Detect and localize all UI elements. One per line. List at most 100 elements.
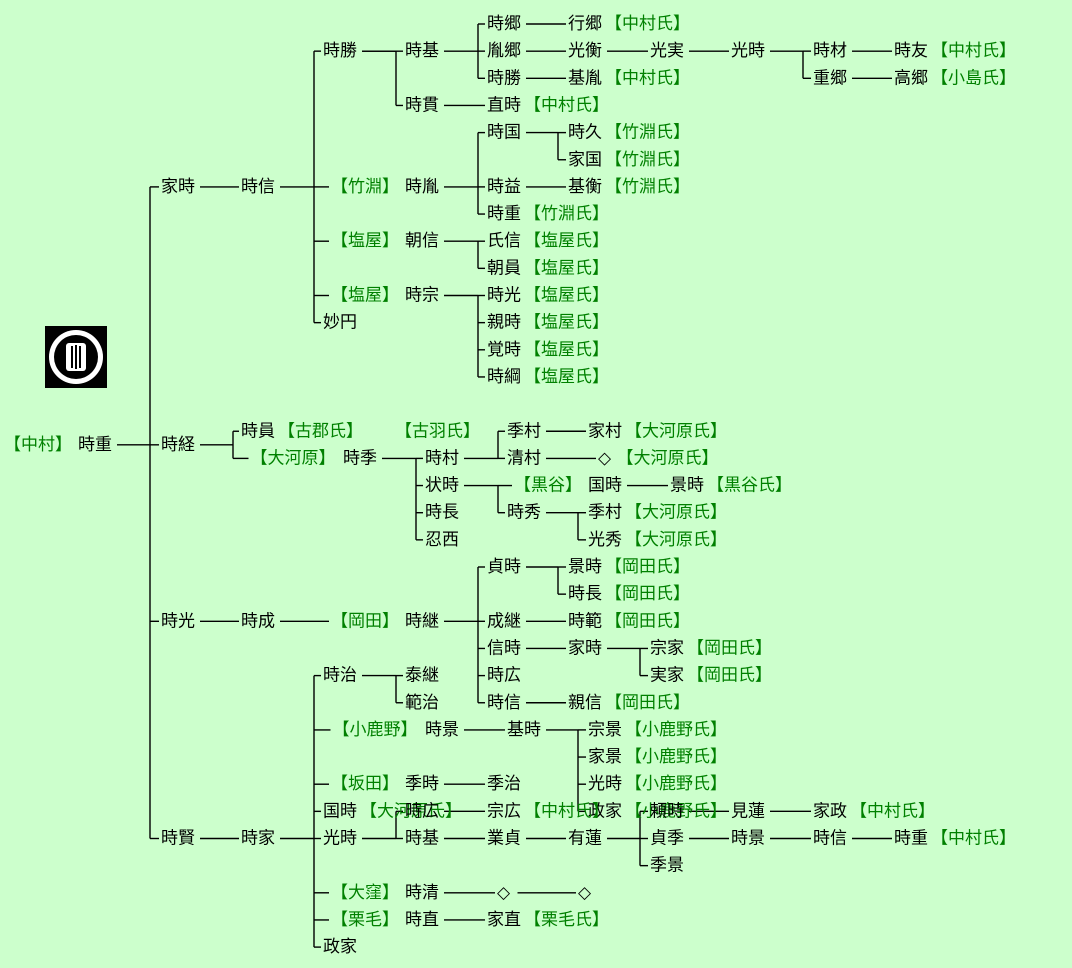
person-name: 時秀 [507,503,541,523]
person-name: 時信 [241,177,275,197]
person-name: 行郷 [568,14,602,34]
person-name: 政家 [323,937,357,957]
person-name: 政家 [588,801,622,821]
person-name: 光時 [731,41,765,61]
person-name: 時経 [161,435,195,455]
clan-prefix: 【栗毛】 [331,910,399,930]
clan-prefix: 【坂田】 [331,774,399,794]
clan-suffix: 【栗毛氏】 [524,910,609,930]
clan-suffix: 【塩屋氏】 [524,367,609,387]
person-name: 範治 [405,693,439,713]
person-name: 家村 [588,421,622,441]
person-name: 時範 [568,611,602,631]
person-name: 時家 [241,829,275,849]
person-name: 胤郷 [487,41,521,61]
person-name: 時重 [487,204,521,224]
person-name: 業貞 [487,829,521,849]
person-name: 有蓮 [568,829,602,849]
clan-prefix: 【大窪】 [331,883,399,903]
clan-suffix: 【塩屋氏】 [524,286,609,306]
clan-suffix: 【竹淵氏】 [605,123,690,143]
clan-suffix: 【大河原氏】 [625,530,727,550]
person-name: 重郷 [813,68,847,88]
person-name: 時継 [405,611,439,631]
tree-labels: 【中村】時重家時時信時勝時基時郷行郷【中村氏】胤郷光衡光実光時時材時友【中村氏】… [4,14,1016,957]
clan-suffix: 【小島氏】 [931,68,1016,88]
person-name: 季景 [650,856,684,876]
clan-suffix: 【中村氏】 [524,801,609,821]
person-name: 時季 [343,448,377,468]
clan-suffix: 【中村氏】 [524,95,609,115]
person-name: 朝員 [487,258,521,278]
person-name: 光衡 [568,41,602,61]
clan-suffix: 【小鹿野氏】 [625,801,727,821]
clan-suffix: 【岡田氏】 [605,693,690,713]
person-name: 時勝 [323,41,357,61]
person-name: 時郷 [487,14,521,34]
person-name: 時広 [487,666,521,686]
clan-suffix: 【大河原氏】 [360,801,462,821]
clan-prefix: 【竹淵】 [331,177,399,197]
person-name: 宗景 [588,720,622,740]
person-name: 時信 [813,829,847,849]
clan-suffix: 【竹淵氏】 [605,150,690,170]
person-name: 貞季 [650,829,684,849]
clan-suffix: 【岡田氏】 [687,666,772,686]
person-name: ◇ [598,448,612,468]
person-name: 時重 [894,829,928,849]
clan-suffix: 【大河原氏】 [617,448,719,468]
clan-prefix: 【中村】 [4,435,72,455]
clan-suffix: 【黒谷氏】 [707,476,792,496]
person-name: 家政 [813,801,847,821]
person-name: 朝信 [405,231,439,251]
person-name: 時広 [405,801,439,821]
person-name: 成継 [487,611,521,631]
person-name: 家景 [588,747,622,767]
person-name: 国時 [588,476,622,496]
person-name: 家直 [487,910,521,930]
person-name: 景時 [670,476,704,496]
clan-prefix: 【塩屋】 [331,231,399,251]
person-name: 時貫 [405,95,439,115]
clan-suffix: 【古郡氏】 [278,421,363,441]
clan-label: 【古羽氏】 [395,421,480,441]
person-name: 直時 [487,95,521,115]
person-name: 家時 [161,177,195,197]
person-name: 時信 [487,693,521,713]
person-name: ◇ [578,883,592,903]
clan-suffix: 【中村氏】 [850,801,935,821]
person-name: 家国 [568,150,602,170]
person-name: 季治 [487,774,521,794]
person-name: 光時 [323,829,357,849]
clan-suffix: 【岡田氏】 [605,557,690,577]
person-name: 時宗 [405,286,439,306]
person-name: 時村 [425,448,459,468]
clan-suffix: 【塩屋氏】 [524,231,609,251]
person-name: 季村 [588,503,622,523]
clan-suffix: 【岡田氏】 [687,638,772,658]
person-name: 季時 [405,774,439,794]
clan-suffix: 【塩屋氏】 [524,340,609,360]
clan-suffix: 【中村氏】 [605,68,690,88]
person-name: 時清 [405,883,439,903]
person-name: 光実 [650,41,684,61]
person-name: 時材 [813,41,847,61]
person-name: 時綱 [487,367,521,387]
person-name: 時景 [425,720,459,740]
person-name: 国時 [323,801,357,821]
person-name: 時重 [78,435,112,455]
clan-prefix: 【塩屋】 [331,286,399,306]
person-name: 時光 [487,286,521,306]
clan-suffix: 【中村氏】 [605,14,690,34]
clan-suffix: 【大河原氏】 [625,421,727,441]
person-name: 氏信 [487,231,521,251]
person-name: 貞時 [487,557,521,577]
clan-prefix: 【黒谷】 [514,476,582,496]
person-name: 基胤 [568,68,602,88]
person-name: 基衡 [568,177,602,197]
person-name: 時景 [731,829,765,849]
person-name: 時治 [323,666,357,686]
clan-suffix: 【中村氏】 [931,41,1016,61]
person-name: 光時 [588,774,622,794]
